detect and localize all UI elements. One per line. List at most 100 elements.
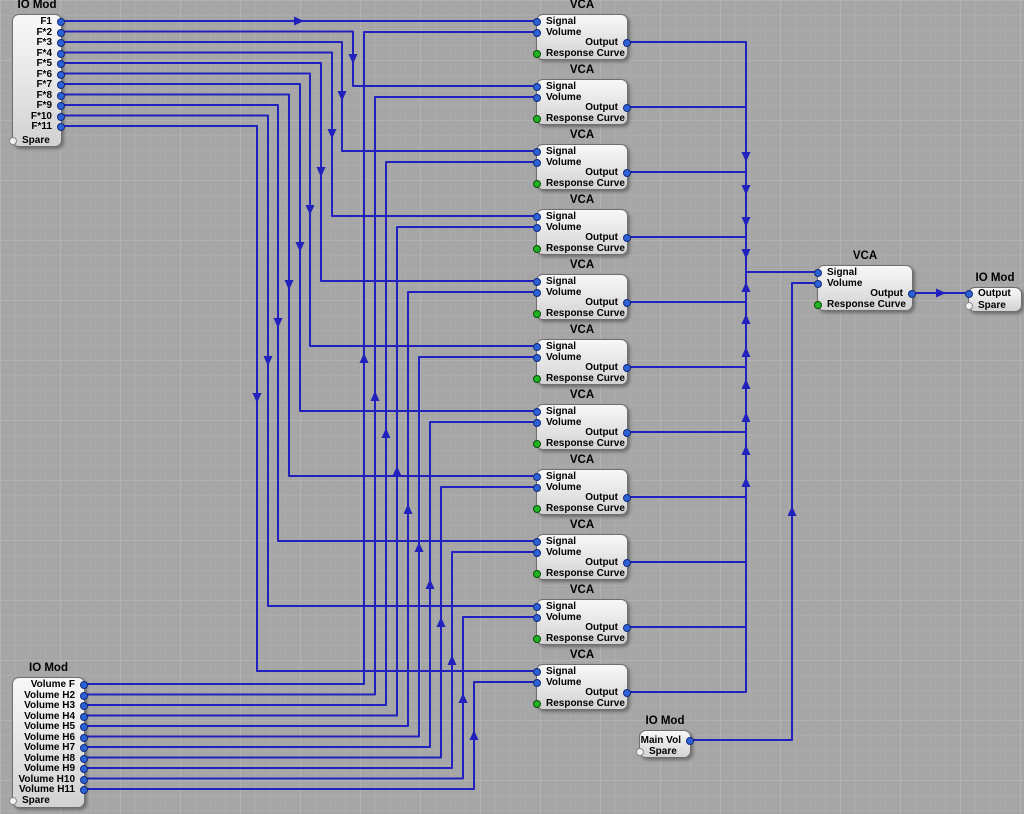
port-dot-blue[interactable]: [623, 299, 631, 307]
port-dot-blue[interactable]: [533, 18, 541, 26]
port-dot-blue[interactable]: [57, 18, 65, 26]
port-response-curve[interactable]: Response Curve: [533, 48, 627, 60]
port-dot-blue[interactable]: [533, 354, 541, 362]
port-signal[interactable]: Signal: [533, 341, 627, 353]
port-dot-spare[interactable]: [965, 301, 973, 310]
port-volume-h7[interactable]: Volume H7: [13, 742, 88, 754]
port-dot-blue[interactable]: [80, 765, 88, 773]
port-volume[interactable]: Volume: [533, 92, 627, 104]
port-signal[interactable]: Signal: [533, 471, 627, 483]
wire-vca6-out-to-main-signal[interactable]: [628, 271, 815, 368]
port-volume[interactable]: Volume: [533, 417, 627, 429]
port-response-curve[interactable]: Response Curve: [814, 299, 912, 311]
port-dot-blue[interactable]: [533, 473, 541, 481]
port-dot-blue[interactable]: [965, 290, 973, 298]
port-response-curve[interactable]: Response Curve: [533, 308, 627, 320]
port-f-7[interactable]: F*7: [13, 79, 65, 91]
port-dot-green[interactable]: [533, 570, 541, 578]
port-dot-blue[interactable]: [533, 408, 541, 416]
port-dot-blue[interactable]: [533, 538, 541, 546]
port-dot-spare[interactable]: [636, 748, 644, 756]
port-f-2[interactable]: F*2: [13, 27, 65, 39]
port-dot-blue[interactable]: [80, 786, 88, 794]
port-dot-blue[interactable]: [533, 224, 541, 232]
wire-vca10-out-to-main-signal[interactable]: [628, 271, 815, 628]
port-volume-h6[interactable]: Volume H6: [13, 732, 88, 744]
wire-vca3-out-to-main-signal[interactable]: [628, 171, 815, 273]
port-dot-blue[interactable]: [623, 234, 631, 242]
port-dot-blue[interactable]: [533, 94, 541, 102]
port-volume[interactable]: Volume: [533, 612, 627, 624]
port-dot-blue[interactable]: [814, 280, 822, 288]
port-dot-blue[interactable]: [57, 91, 65, 100]
port-dot-green[interactable]: [533, 115, 541, 123]
port-dot-green[interactable]: [533, 310, 541, 318]
port-dot-blue[interactable]: [623, 494, 631, 502]
wire-vca5-out-to-main-signal[interactable]: [628, 271, 815, 303]
port-volume-f[interactable]: Volume F: [13, 679, 88, 691]
port-dot-blue[interactable]: [533, 614, 541, 622]
port-dot-spare[interactable]: [9, 797, 17, 805]
port-volume[interactable]: Volume: [814, 278, 912, 290]
port-signal[interactable]: Signal: [533, 536, 627, 548]
port-volume[interactable]: Volume: [533, 157, 627, 169]
port-dot-blue[interactable]: [533, 278, 541, 286]
port-dot-blue[interactable]: [533, 343, 541, 351]
port-f-3[interactable]: F*3: [13, 37, 65, 49]
port-output[interactable]: Output: [537, 427, 631, 439]
port-f-10[interactable]: F*10: [13, 111, 65, 123]
port-volume-h3[interactable]: Volume H3: [13, 700, 88, 712]
port-dot-blue[interactable]: [533, 603, 541, 611]
wire-main-vol-to-vca-main-volume[interactable]: [691, 282, 815, 741]
port-response-curve[interactable]: Response Curve: [533, 438, 627, 450]
port-dot-blue[interactable]: [623, 169, 631, 177]
port-output[interactable]: Output: [537, 687, 631, 699]
port-dot-green[interactable]: [533, 50, 541, 58]
port-dot-blue[interactable]: [57, 112, 65, 121]
port-f-6[interactable]: F*6: [13, 69, 65, 81]
port-volume-h9[interactable]: Volume H9: [13, 763, 88, 775]
port-spare[interactable]: Spare: [965, 300, 1021, 312]
port-dot-green[interactable]: [533, 635, 541, 643]
port-main-vol[interactable]: Main Vol: [640, 735, 694, 747]
port-dot-blue[interactable]: [80, 712, 88, 721]
port-dot-green[interactable]: [533, 375, 541, 383]
port-output[interactable]: Output: [537, 102, 631, 114]
port-dot-green[interactable]: [533, 180, 541, 188]
port-volume[interactable]: Volume: [533, 352, 627, 364]
port-dot-blue[interactable]: [533, 679, 541, 687]
port-volume[interactable]: Volume: [533, 287, 627, 299]
port-dot-green[interactable]: [814, 301, 822, 309]
port-signal[interactable]: Signal: [533, 666, 627, 678]
port-dot-spare[interactable]: [9, 137, 17, 145]
port-f-9[interactable]: F*9: [13, 100, 65, 112]
port-output[interactable]: Output: [537, 622, 631, 634]
port-volume[interactable]: Volume: [533, 482, 627, 494]
port-output[interactable]: Output: [537, 297, 631, 309]
port-output[interactable]: Output: [537, 557, 631, 569]
port-f-11[interactable]: F*11: [13, 121, 65, 133]
port-dot-blue[interactable]: [623, 689, 631, 697]
port-dot-blue[interactable]: [80, 723, 88, 731]
port-dot-blue[interactable]: [80, 744, 88, 752]
port-dot-blue[interactable]: [57, 28, 65, 37]
port-response-curve[interactable]: Response Curve: [533, 243, 627, 255]
port-response-curve[interactable]: Response Curve: [533, 113, 627, 125]
port-signal[interactable]: Signal: [533, 406, 627, 418]
port-volume[interactable]: Volume: [533, 222, 627, 234]
port-dot-blue[interactable]: [533, 213, 541, 221]
port-spare[interactable]: Spare: [9, 795, 84, 807]
port-dot-blue[interactable]: [623, 104, 631, 112]
